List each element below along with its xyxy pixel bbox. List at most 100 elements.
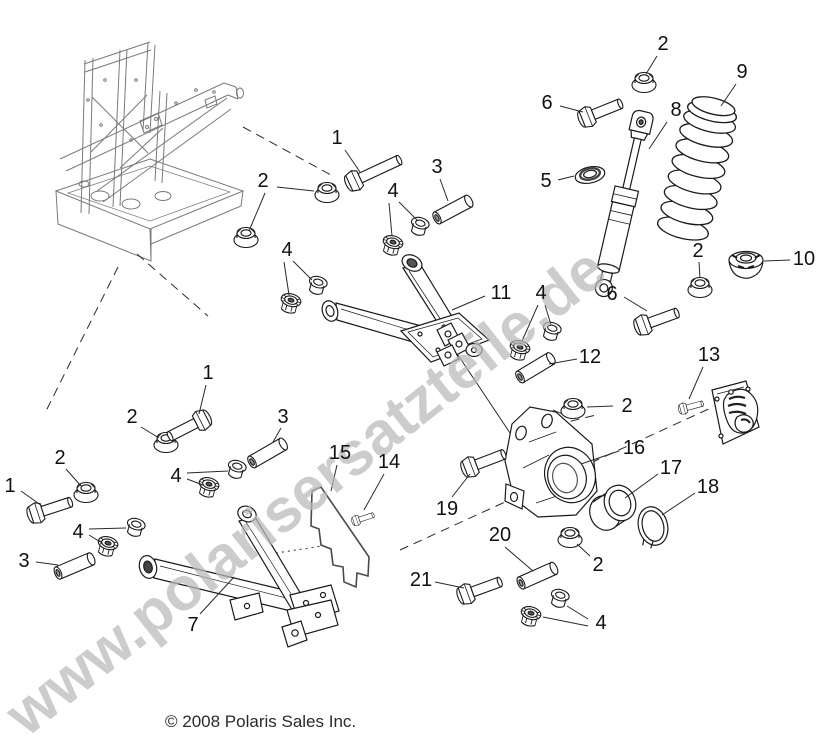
leader-line: [272, 427, 282, 443]
callout-label-2: 2: [657, 33, 669, 55]
callout-label-9: 9: [736, 61, 748, 83]
spring-retainer: [728, 250, 764, 279]
leader-line: [388, 202, 393, 237]
callout-label-14: 14: [377, 451, 401, 473]
leader-line: [88, 527, 127, 530]
leader-line: [576, 543, 591, 557]
leader-line: [557, 175, 575, 181]
callout-label-20: 20: [488, 524, 512, 546]
callout-label-16: 16: [622, 437, 646, 459]
leader-line: [198, 384, 207, 415]
leader-line: [542, 616, 589, 627]
leader-line: [292, 260, 313, 281]
callout-label-5: 5: [540, 170, 552, 192]
callout-label-1: 1: [331, 127, 343, 149]
callout-label-2: 2: [621, 395, 633, 417]
callout-label-17: 17: [659, 457, 683, 479]
leader-line: [20, 490, 43, 507]
leader-line: [330, 464, 338, 492]
callout-label-2: 2: [592, 554, 604, 576]
callout-label-4: 4: [387, 180, 399, 202]
callout-label-2: 2: [54, 447, 66, 469]
leader-line: [88, 534, 103, 544]
shock-absorber: [594, 109, 654, 298]
callout-label-3: 3: [431, 156, 443, 178]
callout-label-3: 3: [18, 550, 30, 572]
callout-label-3: 3: [277, 406, 289, 428]
leader-line: [248, 192, 266, 232]
leader-line: [186, 470, 229, 474]
callout-label-4: 4: [595, 612, 607, 634]
callout-label-4: 4: [535, 282, 547, 304]
upper-a-arm: [321, 254, 491, 367]
callout-label-15: 15: [328, 442, 352, 464]
leader-line: [645, 55, 658, 75]
frame-sketch: [54, 41, 245, 262]
guide-line: [136, 253, 209, 317]
leader-line: [65, 468, 82, 487]
copyright-text: © 2008 Polaris Sales Inc.: [165, 712, 357, 731]
leader-line: [548, 358, 578, 365]
leader-line: [648, 121, 668, 150]
callout-label-4: 4: [281, 239, 293, 261]
bearing-carrier: [504, 406, 598, 518]
callout-label-19: 19: [435, 498, 459, 520]
callout-label-2: 2: [692, 240, 704, 262]
leader-line: [186, 478, 204, 486]
leader-line: [504, 546, 534, 572]
leader-line: [283, 261, 290, 296]
callout-label-7: 7: [187, 614, 199, 636]
callout-leader-lines: [20, 55, 791, 627]
callout-label-18: 18: [696, 476, 720, 498]
leader-line: [521, 304, 539, 342]
leader-line: [661, 492, 696, 516]
callout-label-12: 12: [578, 346, 602, 368]
snap-ring: [635, 506, 669, 558]
leader-line: [544, 304, 552, 326]
callout-label-10: 10: [792, 248, 816, 270]
leader-line: [586, 405, 614, 408]
washer: [574, 165, 606, 185]
guide-line: [242, 126, 332, 176]
leader-line: [624, 473, 659, 499]
leader-line: [439, 178, 449, 202]
leader-line: [199, 576, 235, 615]
callout-label-6: 6: [606, 283, 618, 305]
leader-line: [580, 450, 620, 465]
leader-line: [276, 186, 315, 192]
leader-line: [688, 366, 704, 400]
guard-plate: [310, 485, 370, 589]
leader-line: [140, 426, 160, 439]
carrier-bushing: [589, 484, 637, 531]
lower-a-arm: [138, 505, 340, 648]
leader-line: [559, 105, 584, 113]
leader-line: [763, 259, 791, 262]
callout-label-2: 2: [126, 406, 138, 428]
leader-line: [344, 149, 361, 173]
leader-line: [398, 201, 418, 221]
leader-line: [698, 261, 701, 279]
leader-line: [720, 83, 737, 107]
pivot-tubes: [51, 193, 561, 591]
callout-label-4: 4: [72, 521, 84, 543]
leader-line: [566, 605, 589, 620]
leader-line: [623, 296, 648, 312]
callout-label-6: 6: [541, 92, 553, 114]
brake-caliper: [711, 380, 760, 445]
guide-line: [269, 545, 323, 555]
leader-line: [35, 561, 59, 566]
leader-line: [434, 581, 465, 589]
callout-label-1: 1: [4, 475, 16, 497]
coil-spring: [656, 96, 738, 241]
leader-line: [451, 295, 486, 311]
callout-label-13: 13: [697, 344, 721, 366]
callout-label-21: 21: [409, 569, 433, 591]
callout-label-2: 2: [257, 170, 269, 192]
leader-line: [451, 473, 471, 498]
callout-label-4: 4: [170, 465, 182, 487]
leader-line: [363, 473, 385, 511]
callout-label-8: 8: [670, 99, 682, 121]
callout-label-11: 11: [490, 282, 512, 304]
